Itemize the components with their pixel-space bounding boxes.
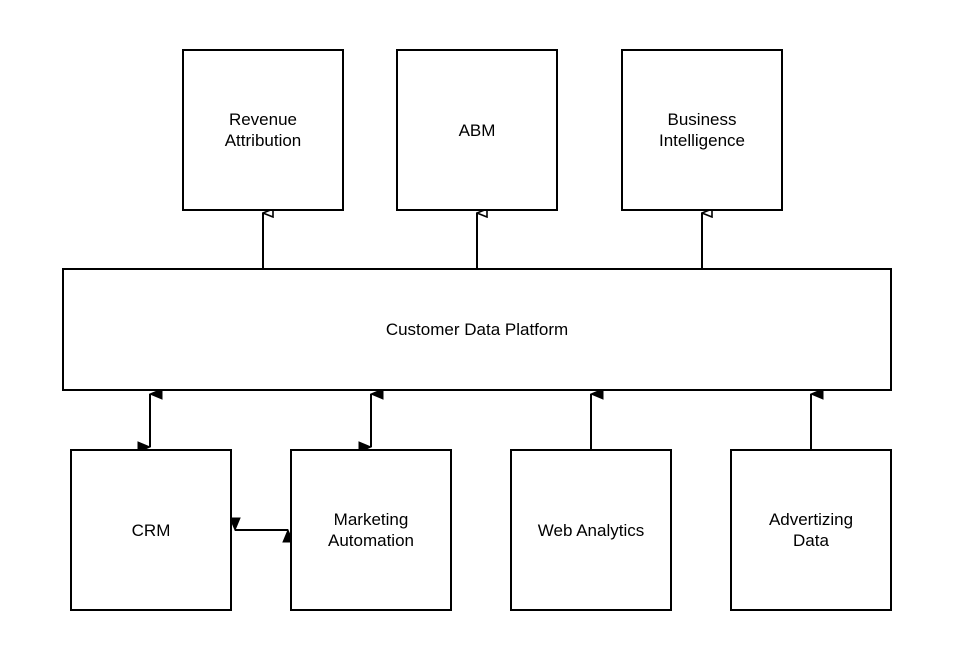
node-business-intelligence: Business Intelligence (621, 49, 783, 211)
node-advertizing-data: Advertizing Data (730, 449, 892, 611)
node-label: Business Intelligence (658, 110, 745, 150)
node-label: Revenue Attribution (224, 110, 302, 150)
node-label: ABM (458, 120, 496, 140)
node-label: Customer Data Platform (385, 320, 569, 339)
node-label: CRM (131, 520, 171, 540)
node-label: Web Analytics (537, 520, 645, 540)
node-revenue-attribution: Revenue Attribution (182, 49, 344, 211)
node-crm: CRM (70, 449, 232, 611)
node-label: Advertizing Data (768, 510, 854, 550)
node-abm: ABM (396, 49, 558, 211)
node-customer-data-platform: Customer Data Platform (62, 268, 892, 391)
node-web-analytics: Web Analytics (510, 449, 672, 611)
node-marketing-automation: Marketing Automation (290, 449, 452, 611)
node-label: Marketing Automation (328, 510, 414, 550)
